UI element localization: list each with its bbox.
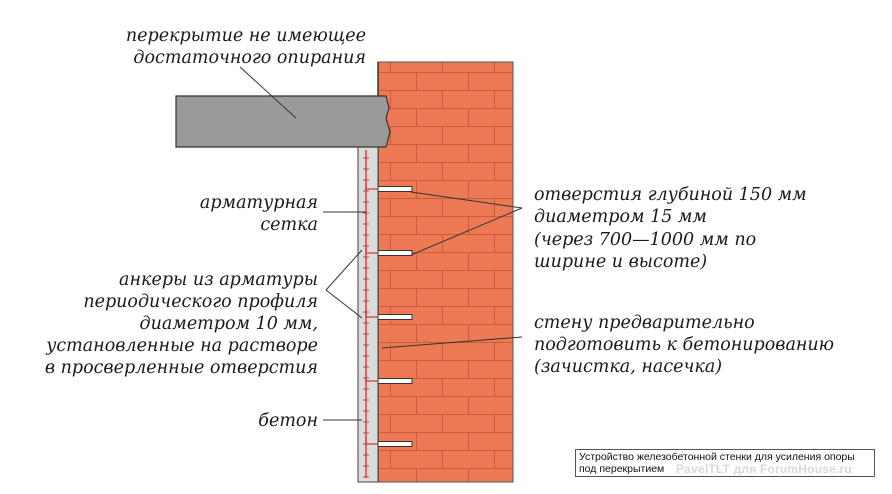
anchor-bar: [377, 441, 413, 447]
leader-slab: [239, 66, 297, 119]
caption-line-2: под перекрытием: [579, 463, 665, 475]
caption-line-1: Устройство железобетонной стенки для уси…: [579, 451, 855, 463]
label-anchors-line-5: в просверленные отверстия: [45, 358, 318, 378]
watermark: PavelTLT для ForumHouse.ru: [676, 462, 852, 476]
label-anchors-line-3: диаметром 10 мм,: [140, 314, 318, 334]
leader-anchor-2: [325, 289, 363, 319]
leader-hole-2: [410, 207, 523, 256]
anchor-hook: [365, 374, 380, 382]
label-wall-prep-line-2: подготовить к бетонированию: [534, 335, 834, 355]
label-wall-prep-line-1: стену предварительно: [534, 313, 755, 333]
label-anchors-line-2: периодического профиля: [83, 292, 318, 312]
anchor-bar: [377, 186, 413, 192]
leader-anchor-1: [325, 249, 363, 291]
label-concrete: бетон: [258, 411, 318, 431]
label-mesh-line-2: сетка: [260, 215, 318, 235]
leader-wall-prep: [381, 336, 523, 349]
anchor-hook: [365, 437, 380, 445]
label-holes-line-3: (через 700—1000 мм по: [534, 230, 756, 250]
brick-wall: [377, 61, 514, 483]
anchors-group: [365, 182, 413, 447]
label-holes-line-2: диаметром 15 мм: [534, 207, 707, 227]
anchor-bar: [377, 314, 413, 320]
floor-slab: [175, 95, 391, 148]
anchor-hook: [365, 246, 380, 254]
leader-lines: [239, 66, 523, 421]
label-holes-line-4: ширине и высоте): [534, 252, 707, 272]
leader-hole-1: [410, 191, 523, 209]
anchor-hook: [365, 182, 380, 190]
anchor-bar: [377, 250, 413, 256]
label-wall-prep-line-3: (зачистка, насечка): [534, 357, 722, 377]
label-anchors-line-4: установленные на растворе: [45, 336, 318, 356]
caption-box: Устройство железобетонной стенки для уси…: [575, 449, 875, 477]
anchor-hook: [365, 310, 380, 318]
label-slab-line-1: перекрытие не имеющее: [126, 26, 366, 46]
label-anchors-line-1: анкеры из арматуры: [119, 270, 318, 290]
label-holes-line-1: отверстия глубиной 150 мм: [534, 185, 807, 205]
concrete-layer: [357, 146, 379, 483]
label-mesh-line-1: арматурная: [200, 193, 318, 213]
anchor-bar: [377, 378, 413, 384]
label-slab-line-2: достаточного опирания: [133, 48, 366, 68]
